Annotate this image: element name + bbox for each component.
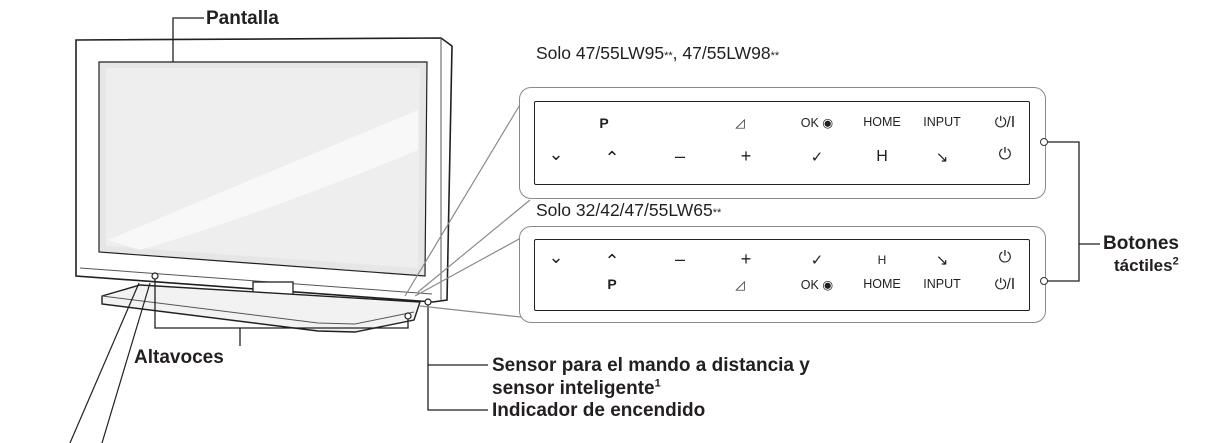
touch-footnote: 2 xyxy=(1172,255,1179,268)
key-vol-up[interactable]: + xyxy=(740,146,752,166)
key-prog-up[interactable]: ⌃ xyxy=(604,251,620,271)
touch-buttons-label-line1: Botones xyxy=(1103,233,1179,254)
power-indicator-label: Indicador de encendido xyxy=(492,400,706,421)
speakers-label: Altavoces xyxy=(134,347,224,368)
bottom-panel-callout-dot xyxy=(1040,277,1048,285)
key-input-label: INPUT xyxy=(923,115,961,129)
sensor-label-line2: sensor inteligente1 xyxy=(492,377,661,399)
key-prog-up[interactable]: ⌃ xyxy=(604,148,620,168)
key-input[interactable]: ↘ xyxy=(935,149,949,166)
key-power[interactable]: ⏻ xyxy=(998,146,1012,163)
key-vol-down[interactable]: – xyxy=(674,146,686,166)
key-p-label: P xyxy=(607,276,617,292)
key-home-label: HOME xyxy=(863,115,901,129)
key-vol-down[interactable]: – xyxy=(674,249,686,269)
key-ok[interactable]: ✓ xyxy=(810,149,824,166)
touch-panel-top: P ◿ OK ◉ HOME INPUT ⏻/Ⅰ ⌄ ⌃ – + ✓ H ↘ ⏻ xyxy=(519,87,1046,199)
key-home[interactable]: H xyxy=(876,148,888,165)
key-input-label: INPUT xyxy=(923,277,961,291)
key-vol-up[interactable]: + xyxy=(740,249,752,269)
key-p-label: P xyxy=(599,115,609,131)
key-input[interactable]: ↘ xyxy=(935,252,949,269)
touch-panel-bottom-frame xyxy=(534,239,1030,311)
key-power-label: ⏻/Ⅰ xyxy=(994,114,1016,131)
touch-buttons-label-line2: táctiles2 xyxy=(1114,255,1179,275)
key-ok[interactable]: ✓ xyxy=(810,252,824,269)
sensor-label-line1: Sensor para el mando a distancia y xyxy=(492,355,810,376)
key-ok-label: OK ◉ xyxy=(800,278,834,292)
key-volume-label: ◿ xyxy=(735,116,745,130)
touch-panel-bottom: ⌄ ⌃ – + ✓ H ↘ ⏻ P ◿ OK ◉ HOME INPUT ⏻/Ⅰ xyxy=(519,226,1046,323)
sensor-footnote: 1 xyxy=(654,377,661,390)
touch-panel-top-frame xyxy=(534,101,1030,185)
key-prog-down[interactable]: ⌄ xyxy=(548,144,564,164)
tv-stand xyxy=(101,284,421,333)
key-volume-label: ◿ xyxy=(735,278,745,292)
bottom-panel-caption: Solo 32/42/47/55LW65** xyxy=(536,200,722,220)
screen-label: Pantalla xyxy=(206,8,279,29)
key-power-label: ⏻/Ⅰ xyxy=(994,276,1016,293)
key-home[interactable]: H xyxy=(877,253,887,267)
key-power[interactable]: ⏻ xyxy=(998,249,1012,266)
top-panel-callout-dot xyxy=(1040,138,1048,146)
key-home-label: HOME xyxy=(863,277,901,291)
top-panel-caption: Solo 47/55LW95**, 47/55LW98** xyxy=(536,43,780,63)
key-ok-label: OK ◉ xyxy=(800,116,834,130)
key-prog-down[interactable]: ⌄ xyxy=(548,247,564,267)
